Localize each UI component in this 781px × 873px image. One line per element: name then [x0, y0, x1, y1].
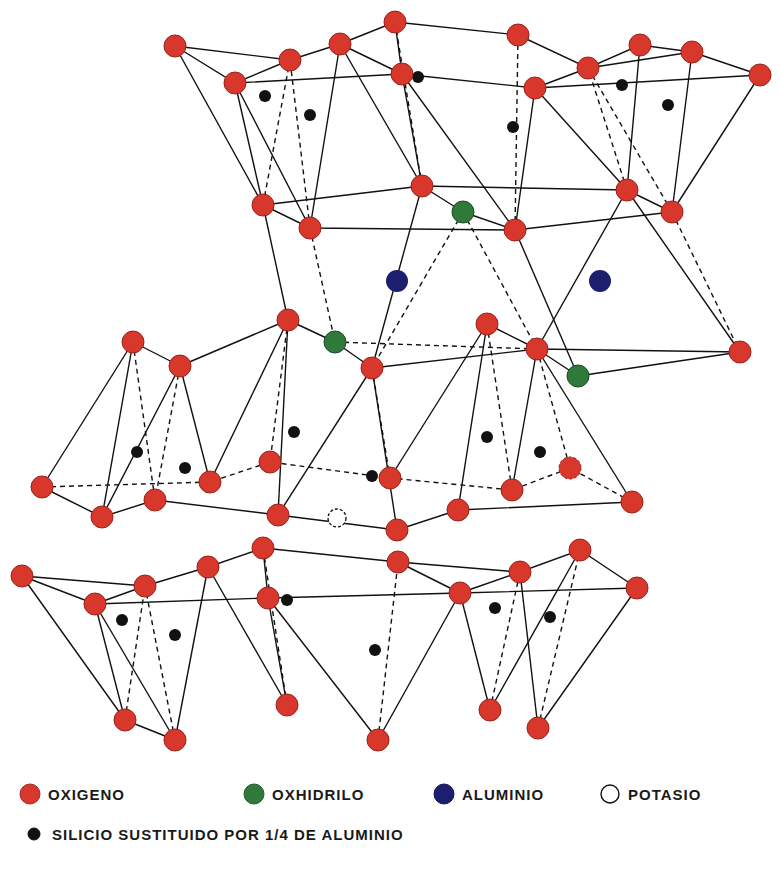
- legend-entry: SILICIO SUSTITUIDO POR 1/4 DE ALUMINIO: [22, 822, 404, 846]
- color-swatch: [20, 784, 40, 804]
- legend-swatch: [18, 782, 42, 806]
- legend-label: SILICIO SUSTITUIDO POR 1/4 DE ALUMINIO: [52, 826, 404, 843]
- legend-label: OXIGENO: [48, 786, 125, 803]
- color-swatch: [244, 784, 264, 804]
- color-swatch: [28, 828, 40, 840]
- legend-label: OXHIDRILO: [272, 786, 364, 803]
- legend-entry: POTASIO: [598, 782, 701, 806]
- legend-entry: OXIGENO: [18, 782, 125, 806]
- legend-entry: ALUMINIO: [432, 782, 544, 806]
- legend-swatch: [598, 782, 622, 806]
- legend-swatch: [22, 822, 46, 846]
- legend-swatch: [242, 782, 266, 806]
- legend-swatch: [432, 782, 456, 806]
- legend-entry: OXHIDRILO: [242, 782, 364, 806]
- color-swatch: [434, 784, 454, 804]
- legend-label: POTASIO: [628, 786, 701, 803]
- legend-label: ALUMINIO: [462, 786, 544, 803]
- open-circle-swatch: [601, 785, 619, 803]
